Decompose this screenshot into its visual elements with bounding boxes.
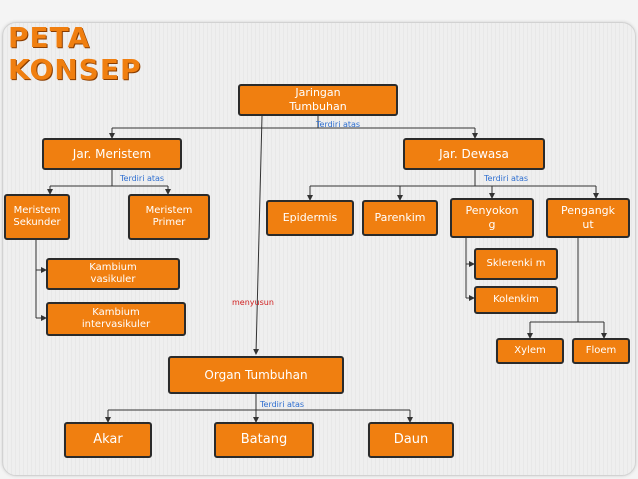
node-label: Penyokon g <box>465 204 519 231</box>
node-organ-tumbuhan: Organ Tumbuhan <box>168 356 344 394</box>
node-epidermis: Epidermis <box>266 200 354 236</box>
node-label: Xylem <box>514 344 546 356</box>
label-terdiri-atas: Terdiri atas <box>120 174 165 183</box>
node-xylem: Xylem <box>496 338 564 364</box>
node-meristem-primer: Meristem Primer <box>128 194 210 240</box>
node-label: Meristem Primer <box>145 204 193 229</box>
node-kambium-intervasikuler: Kambium intervasikuler <box>46 302 186 336</box>
node-label: Meristem Sekunder <box>13 204 61 229</box>
node-label: Floem <box>585 344 617 356</box>
node-kolenkim: Kolenkim <box>474 286 558 314</box>
node-label: Pengangk ut <box>560 204 616 231</box>
node-jar-dewasa: Jar. Dewasa <box>403 138 545 170</box>
label-terdiri-atas: Terdiri atas <box>260 400 305 409</box>
node-daun: Daun <box>368 422 454 458</box>
node-label: Jar. Meristem <box>72 146 152 161</box>
node-batang: Batang <box>214 422 314 458</box>
node-label: Kambium vasikuler <box>89 261 137 286</box>
node-jaringan-tumbuhan: Jaringan Tumbuhan <box>238 84 398 116</box>
node-floem: Floem <box>572 338 630 364</box>
node-meristem-sekunder: Meristem Sekunder <box>4 194 70 240</box>
node-jar-meristem: Jar. Meristem <box>42 138 182 170</box>
node-label: Sklerenki m <box>486 257 546 269</box>
node-label: Kambium intervasikuler <box>81 306 151 331</box>
node-label: Organ Tumbuhan <box>204 367 308 382</box>
node-label: Kolenkim <box>493 293 539 305</box>
node-sklerenkim: Sklerenki m <box>474 248 558 280</box>
node-label: Batang <box>240 431 288 447</box>
node-parenkim: Parenkim <box>362 200 438 236</box>
title-line-1: PETA <box>8 21 91 54</box>
node-penyokong: Penyokon g <box>450 198 534 238</box>
label-terdiri-atas: Terdiri atas <box>484 174 529 183</box>
node-label: Jaringan Tumbuhan <box>289 86 347 113</box>
label-menyusun: menyusun <box>232 298 274 307</box>
label-terdiri-atas: Terdiri atas <box>316 120 361 129</box>
title-line-2: KONSEP <box>8 53 142 86</box>
node-pengangkut: Pengangk ut <box>546 198 630 238</box>
node-kambium-vasikuler: Kambium vasikuler <box>46 258 180 290</box>
node-label: Parenkim <box>374 211 426 225</box>
node-label: Akar <box>93 431 123 447</box>
node-label: Daun <box>393 431 429 447</box>
node-label: Epidermis <box>282 211 338 225</box>
node-label: Jar. Dewasa <box>439 146 509 161</box>
node-akar: Akar <box>64 422 152 458</box>
